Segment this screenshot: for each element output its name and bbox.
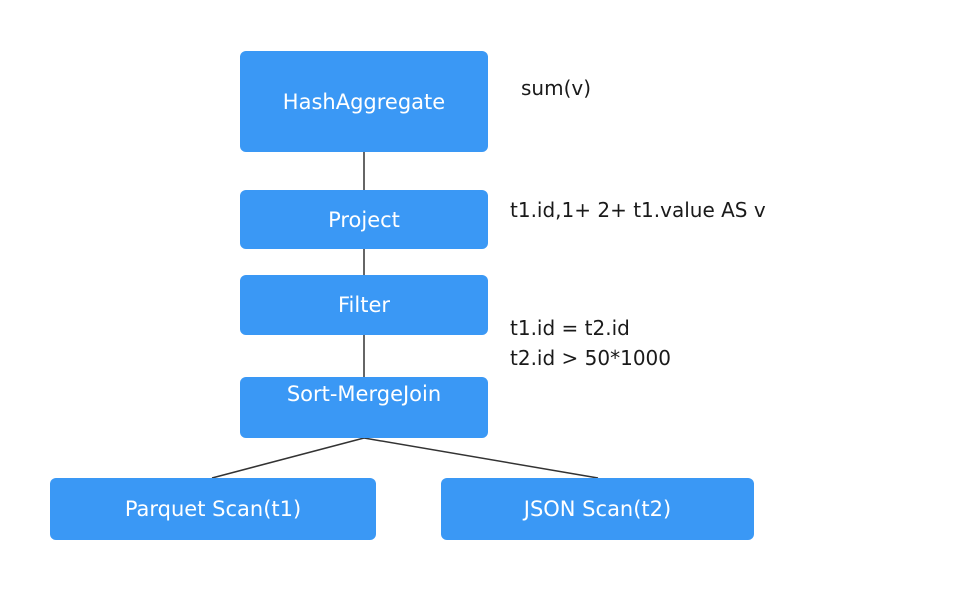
project-node: Project [240,190,488,249]
hash-aggregate-label: HashAggregate [282,89,446,114]
hash-aggregate-node: HashAggregate [240,51,488,152]
filter-node: Filter [240,275,488,335]
hash-aggregate-annotation: sum(v) [521,76,592,100]
json-scan-label: JSON Scan(t2) [523,497,672,521]
filter-annotation-line2: t2.id > 50*1000 [510,346,671,370]
sort-merge-join-node: Sort-MergeJoin [240,377,488,438]
edge-join-json [363,437,599,479]
parquet-scan-label: Parquet Scan(t1) [124,497,302,521]
project-label: Project [328,207,400,232]
json-scan-node: JSON Scan(t2) [441,478,754,540]
project-annotation: t1.id,1+ 2+ t1.value AS v [510,198,766,222]
edge-join-parquet [211,437,365,479]
sort-merge-join-label: Sort-MergeJoin [286,382,442,406]
filter-annotation-line1: t1.id = t2.id [510,316,630,340]
filter-label: Filter [337,293,390,317]
parquet-scan-node: Parquet Scan(t1) [50,478,376,540]
